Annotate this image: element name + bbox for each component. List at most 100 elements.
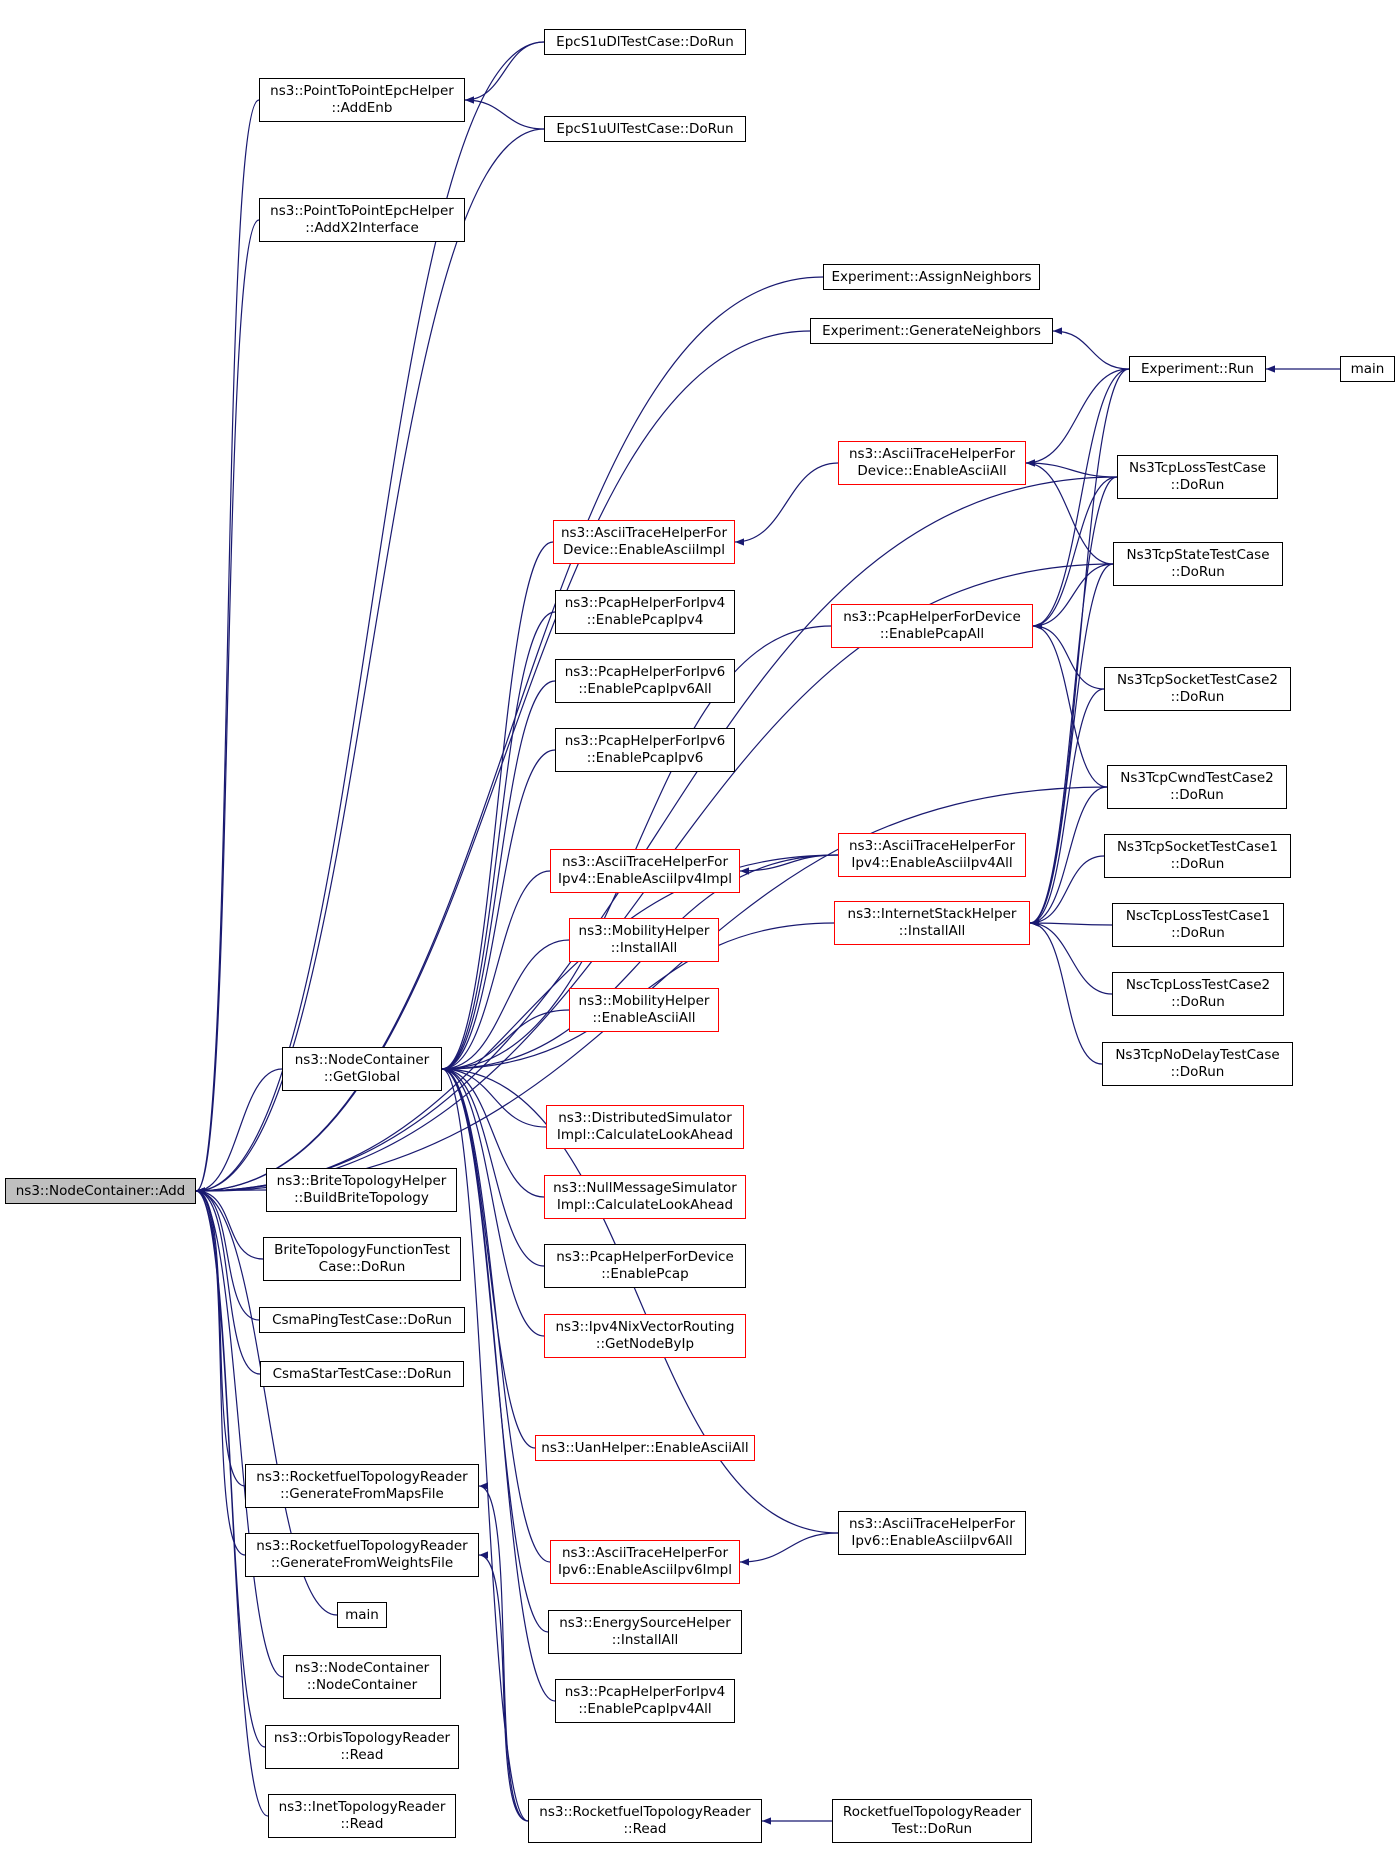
node-pcap-ipv6-enable-all[interactable]: ns3::PcapHelperForIpv6::EnablePcapIpv6Al… <box>555 659 735 703</box>
call-edge <box>1032 368 1130 630</box>
node-mobility-helper-installall[interactable]: ns3::MobilityHelper::InstallAll <box>569 918 719 962</box>
node-ns3-tcp-state-test[interactable]: Ns3TcpStateTestCase::DoRun <box>1113 542 1283 586</box>
node-pcap-device-enable[interactable]: ns3::PcapHelperForDevice::EnablePcap <box>544 1244 746 1288</box>
node-ns3-tcp-cwnd-test2[interactable]: Ns3TcpCwndTestCase2::DoRun <box>1107 765 1287 809</box>
node-label-line: Experiment::GenerateNeighbors <box>822 322 1041 339</box>
call-edge <box>441 1065 556 1702</box>
call-edge <box>441 1065 551 1563</box>
call-edge <box>441 1065 545 1267</box>
node-pcap-ipv4-enable[interactable]: ns3::PcapHelperForIpv4::EnablePcapIpv4 <box>555 590 735 634</box>
node-ns3-tcp-socket-test1[interactable]: Ns3TcpSocketTestCase1::DoRun <box>1104 834 1291 878</box>
call-edge <box>195 330 811 1195</box>
node-nsc-tcp-loss-test2[interactable]: NscTcpLossTestCase2::DoRun <box>1112 972 1284 1016</box>
call-edge <box>1029 688 1105 927</box>
node-label-line: ::EnablePcapIpv6All <box>578 681 712 697</box>
node-experiment-assign-neighbors[interactable]: Experiment::AssignNeighbors <box>823 264 1040 290</box>
node-label-line: Impl::CalculateLookAhead <box>556 1197 734 1213</box>
node-ns3-tcp-nodelay-test[interactable]: Ns3TcpNoDelayTestCase::DoRun <box>1102 1042 1293 1086</box>
node-mobility-helper-enableasciiall[interactable]: ns3::MobilityHelper::EnableAsciiAll <box>569 988 719 1032</box>
call-edge <box>1029 919 1113 995</box>
node-label-line: ns3::NullMessageSimulator <box>553 1180 737 1196</box>
node-ns3-tcp-loss-test[interactable]: Ns3TcpLossTestCase::DoRun <box>1117 455 1278 499</box>
node-csma-star-test[interactable]: CsmaStarTestCase::DoRun <box>260 1361 464 1387</box>
node-label-line: ::DoRun <box>1171 564 1225 580</box>
node-inet-topology-reader-read[interactable]: ns3::InetTopologyReader::Read <box>268 1794 456 1838</box>
node-label-line: EpcS1uDlTestCase::DoRun <box>556 33 734 50</box>
call-edge <box>441 611 556 1073</box>
node-label-line: EpcS1uUlTestCase::DoRun <box>556 120 734 137</box>
node-label-line: ::Read <box>340 1747 384 1763</box>
node-label-line: ns3::PcapHelperForDevice <box>843 609 1021 625</box>
node-label-line: ns3::PcapHelperForDevice <box>556 1249 734 1265</box>
node-label-line: main <box>345 1606 379 1623</box>
node-nodecontainer-getglobal[interactable]: ns3::NodeContainer::GetGlobal <box>282 1047 442 1091</box>
call-edge <box>1029 919 1103 1065</box>
node-epc-s1u-dl-test[interactable]: EpcS1uDlTestCase::DoRun <box>544 29 746 55</box>
node-label-line: ns3::NodeContainer <box>294 1052 430 1068</box>
node-orbis-topology-reader-read[interactable]: ns3::OrbisTopologyReader::Read <box>265 1725 459 1769</box>
node-nodecontainer-ctor[interactable]: ns3::NodeContainer::NodeContainer <box>283 1655 441 1699</box>
node-label-line: ns3::EnergySourceHelper <box>559 1615 731 1631</box>
node-label-line: ns3::PointToPointEpcHelper <box>270 83 454 99</box>
node-pcap-ipv4-enable-all[interactable]: ns3::PcapHelperForIpv4::EnablePcapIpv4Al… <box>555 1679 735 1723</box>
call-edge <box>441 1065 545 1337</box>
node-pcap-device-enable-all[interactable]: ns3::PcapHelperForDevice::EnablePcapAll <box>831 604 1033 648</box>
node-p2p-epc-helper-addenb[interactable]: ns3::PointToPointEpcHelper::AddEnb <box>259 78 465 122</box>
node-label-line: ::EnablePcapIpv4 <box>586 612 704 628</box>
node-label-line: ::Read <box>623 1821 667 1837</box>
node-label-line: ns3::MobilityHelper <box>578 923 710 939</box>
node-label-line: NscTcpLossTestCase2 <box>1125 977 1271 993</box>
node-internet-stack-helper-installall[interactable]: ns3::InternetStackHelper::InstallAll <box>834 901 1030 945</box>
call-edge <box>195 99 260 1195</box>
node-rocketfuel-topology-reader-read[interactable]: ns3::RocketfuelTopologyReader::Read <box>528 1799 762 1843</box>
node-energy-source-helper-installall[interactable]: ns3::EnergySourceHelper::InstallAll <box>548 1610 742 1654</box>
node-brite-topology-helper-build[interactable]: ns3::BriteTopologyHelper::BuildBriteTopo… <box>266 1168 457 1212</box>
call-edge <box>441 625 832 1073</box>
node-label-line: Impl::CalculateLookAhead <box>556 1127 734 1143</box>
node-rocketfuel-generate-from-weights[interactable]: ns3::RocketfuelTopologyReader::GenerateF… <box>245 1533 479 1577</box>
node-label-line: ::GenerateFromMapsFile <box>280 1486 444 1502</box>
node-pcap-ipv6-enable[interactable]: ns3::PcapHelperForIpv6::EnablePcapIpv6 <box>555 728 735 772</box>
node-experiment-run[interactable]: Experiment::Run <box>1129 356 1266 382</box>
node-csma-ping-test[interactable]: CsmaPingTestCase::DoRun <box>259 1307 465 1333</box>
node-label-line: CsmaStarTestCase::DoRun <box>272 1365 452 1382</box>
node-label-line: ::Read <box>340 1816 384 1832</box>
node-label-line: ns3::OrbisTopologyReader <box>273 1730 451 1746</box>
node-label-line: main <box>1350 360 1385 377</box>
call-edge <box>478 1482 529 1822</box>
node-label-line: ::EnableAsciiAll <box>592 1010 696 1026</box>
call-edge <box>195 1187 338 1616</box>
node-uan-helper-enableasciiall[interactable]: ns3::UanHelper::EnableAsciiAll <box>535 1435 755 1461</box>
node-ipv4-nix-vector-getnodebyip[interactable]: ns3::Ipv4NixVectorRouting::GetNodeByIp <box>544 1314 746 1358</box>
node-rocketfuel-generate-from-maps[interactable]: ns3::RocketfuelTopologyReader::GenerateF… <box>245 1464 479 1508</box>
node-main-right[interactable]: main <box>1340 356 1395 382</box>
node-main-left[interactable]: main <box>337 1602 387 1628</box>
node-label-line: ::DoRun <box>1171 925 1225 941</box>
node-label-line: ::DoRun <box>1170 787 1224 803</box>
node-label-line: Ns3TcpNoDelayTestCase <box>1115 1047 1280 1063</box>
node-label-line: ::GetNodeByIp <box>595 1336 695 1352</box>
node-label-line: ns3::NodeContainer <box>294 1660 430 1676</box>
node-p2p-epc-helper-addx2interface[interactable]: ns3::PointToPointEpcHelper::AddX2Interfa… <box>259 198 465 242</box>
node-ns3-tcp-socket-test2[interactable]: Ns3TcpSocketTestCase2::DoRun <box>1104 667 1291 711</box>
node-label-line: ::GenerateFromWeightsFile <box>270 1555 454 1571</box>
node-nsc-tcp-loss-test1[interactable]: NscTcpLossTestCase1::DoRun <box>1112 903 1284 947</box>
call-edge <box>1052 327 1130 370</box>
call-edge <box>441 749 556 1073</box>
node-label-line: ns3::BriteTopologyHelper <box>276 1173 447 1189</box>
node-experiment-generate-neighbors[interactable]: Experiment::GenerateNeighbors <box>810 318 1053 344</box>
node-label-line: ns3::AsciiTraceHelperFor <box>560 525 727 541</box>
node-epc-s1u-ul-test[interactable]: EpcS1uUlTestCase::DoRun <box>544 116 746 142</box>
node-label-line: Device::EnableAsciiAll <box>857 463 1007 479</box>
node-label-line: Device::EnableAsciiImpl <box>563 542 725 558</box>
